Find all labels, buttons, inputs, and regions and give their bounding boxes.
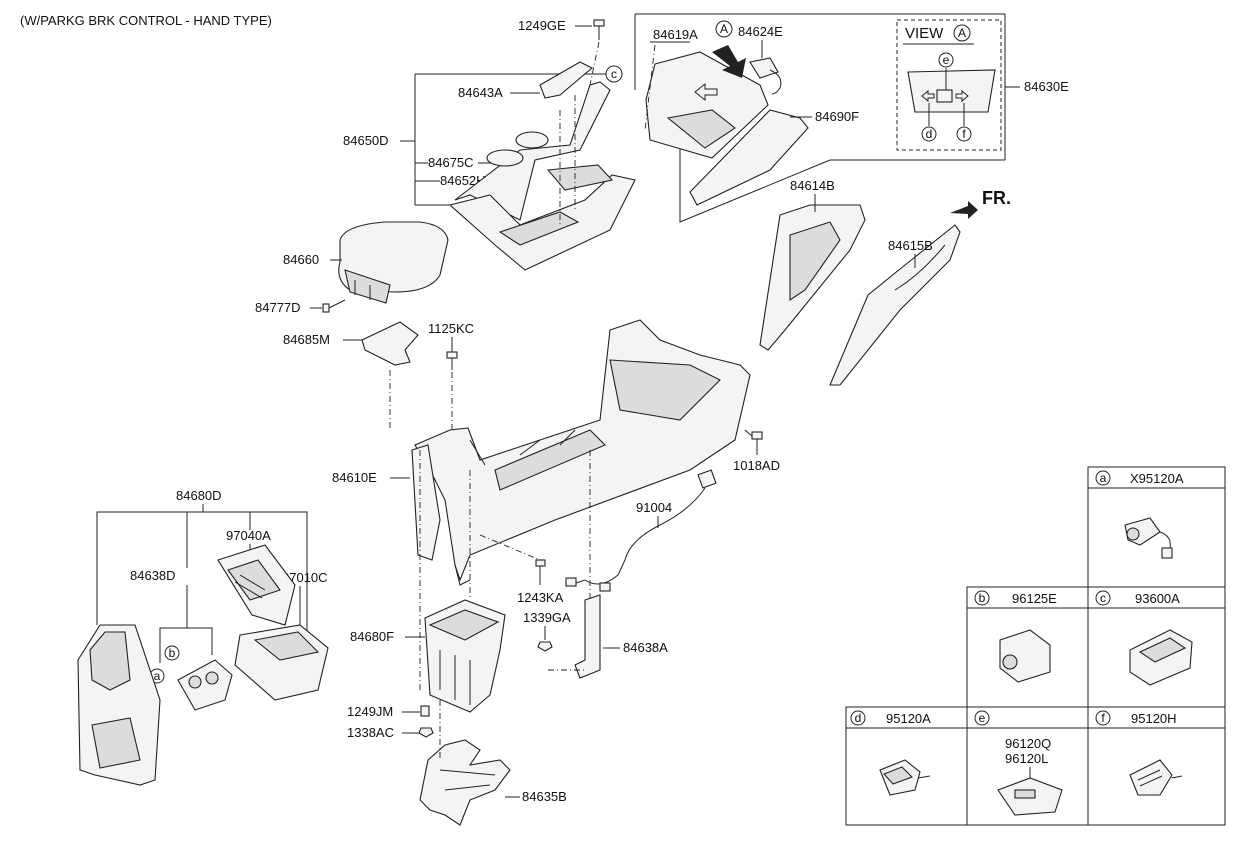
callout-b: b: [169, 646, 176, 660]
group-84680D: 84680D 97040A 84638D 97010C b a: [77, 488, 329, 786]
legend-e-part-1: 96120Q: [1005, 736, 1051, 751]
svg-text:e: e: [943, 53, 950, 67]
view-letter: A: [958, 26, 966, 40]
label-84635B: 84635B: [522, 789, 567, 804]
svg-text:a: a: [1100, 471, 1107, 485]
legend-d-part: 95120A: [886, 711, 931, 726]
front-direction-arrow: FR.: [950, 188, 1011, 219]
label-84690F: 84690F: [815, 109, 859, 124]
label-1018AD: 1018AD: [733, 458, 780, 473]
legend-b-image: [999, 629, 1051, 683]
svg-text:FR.: FR.: [982, 188, 1011, 208]
label-1249GE: 1249GE: [518, 18, 566, 33]
label-1243KA: 1243KA: [517, 590, 564, 605]
upper-console-group: 84650D 84675C 84652H 84643A c: [343, 61, 636, 271]
part-84619A: [645, 51, 769, 159]
part-1249JM: 1249JM: [347, 704, 430, 719]
part-84643A: [539, 61, 593, 99]
callout-a: a: [154, 669, 161, 683]
part-84638D: [177, 659, 233, 711]
svg-text:d: d: [855, 711, 862, 725]
legend-f-part: 95120H: [1131, 711, 1177, 726]
part-84615B: 84615B: [829, 224, 961, 386]
label-84624E: 84624E: [738, 24, 783, 39]
label-84610E: 84610E: [332, 470, 377, 485]
part-91004: 91004: [565, 469, 717, 592]
inset-84630E: 84630E VIEW A e d f 84619A A 84624: [634, 13, 1069, 223]
label-84643A: 84643A: [458, 85, 503, 100]
label-84650D: 84650D: [343, 133, 389, 148]
label-84615B: 84615B: [888, 238, 933, 253]
part-84685M: 84685M: [283, 321, 419, 430]
label-84652H: 84652H: [440, 173, 486, 188]
callout-c: c: [611, 67, 617, 81]
svg-text:f: f: [1101, 711, 1105, 725]
legend-e-image: [997, 777, 1063, 816]
label-84619A: 84619A: [653, 27, 698, 42]
label-84638D: 84638D: [130, 568, 176, 583]
label-1338AC: 1338AC: [347, 725, 394, 740]
part-84660: 84660: [283, 221, 449, 304]
part-84610E: 84610E: [332, 319, 751, 586]
label-84638A: 84638A: [623, 640, 668, 655]
diagram-title: (W/PARKG BRK CONTROL - HAND TYPE): [20, 13, 272, 28]
legend-c-image: [1129, 629, 1193, 686]
label-1249JM: 1249JM: [347, 704, 393, 719]
svg-text:A: A: [720, 22, 728, 36]
part-1339GA: 1339GA: [523, 610, 571, 652]
view-a-box: [896, 19, 1002, 151]
legend-table: a X95120A b 96125E c 93600A: [845, 466, 1226, 826]
svg-text:c: c: [1100, 591, 1106, 605]
part-84614B: 84614B: [759, 178, 866, 351]
label-84777D: 84777D: [255, 300, 301, 315]
label-1339GA: 1339GA: [523, 610, 571, 625]
part-84638A: 84638A: [548, 450, 668, 679]
legend-a-image: [1124, 517, 1173, 559]
part-84690F: [689, 109, 809, 206]
svg-text:b: b: [979, 591, 986, 605]
part-1125KC: 1125KC: [428, 321, 474, 450]
legend-a-part: X95120A: [1130, 471, 1184, 486]
svg-text:d: d: [926, 127, 933, 141]
legend-e-part-2: 96120L: [1005, 751, 1048, 766]
label-97010C: 97010C: [282, 570, 328, 585]
part-84635B: 84635B: [419, 700, 567, 826]
label-1125KC: 1125KC: [428, 321, 474, 336]
label-84660: 84660: [283, 252, 319, 267]
view-label: VIEW: [905, 25, 944, 42]
part-1018AD: 1018AD: [733, 429, 780, 473]
cup-holder-mat: [515, 131, 549, 149]
label-84675C: 84675C: [428, 155, 474, 170]
view-a-arrow: [712, 45, 746, 78]
legend-b-part: 96125E: [1012, 591, 1057, 606]
label-84614B: 84614B: [790, 178, 835, 193]
svg-text:e: e: [979, 711, 986, 725]
svg-text:f: f: [962, 127, 966, 141]
legend-f-image: [1129, 759, 1183, 796]
label-97040A: 97040A: [226, 528, 271, 543]
label-84680D: 84680D: [176, 488, 222, 503]
label-91004: 91004: [636, 500, 672, 515]
legend-d-image: [879, 759, 931, 796]
part-1243KA: 1243KA: [479, 534, 564, 605]
label-84680F: 84680F: [350, 629, 394, 644]
label-84685M: 84685M: [283, 332, 330, 347]
legend-c-part: 93600A: [1135, 591, 1180, 606]
part-1249GE: 1249GE: [518, 18, 605, 86]
part-84680F: 84680F: [350, 450, 506, 713]
label-84630E: 84630E: [1024, 79, 1069, 94]
part-1338AC: 1338AC: [347, 725, 434, 740]
part-84624E: [749, 57, 779, 79]
part-84777D: 84777D: [255, 299, 346, 315]
